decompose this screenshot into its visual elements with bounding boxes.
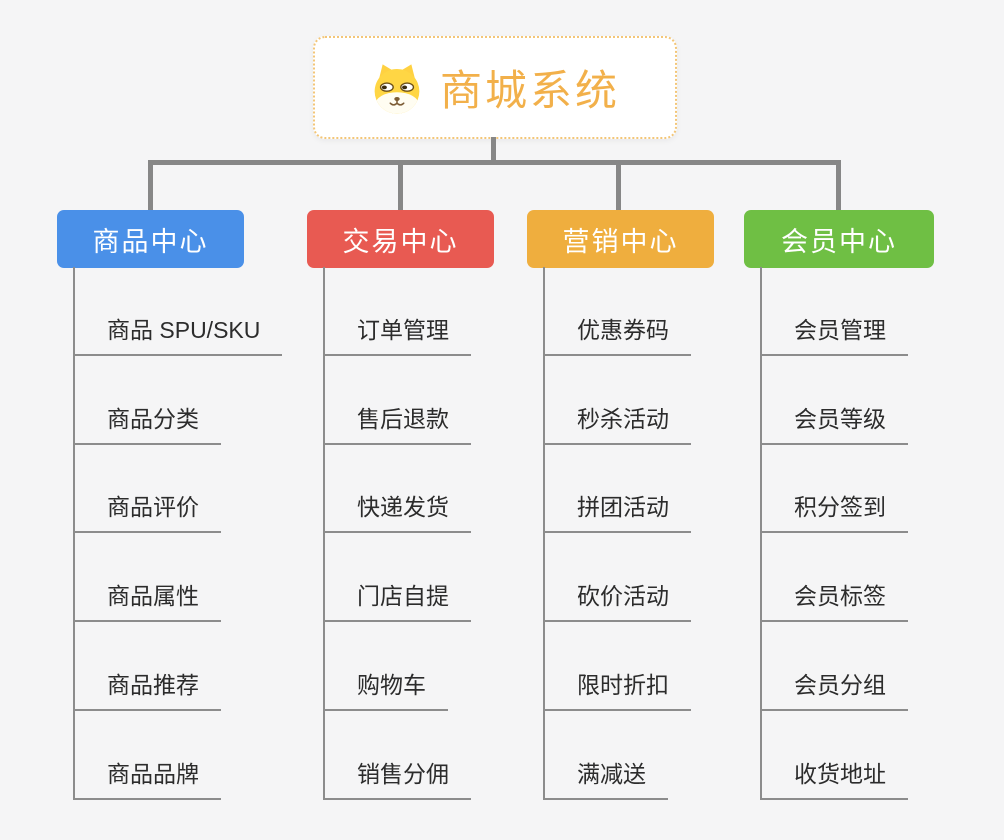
tree-item-label[interactable]: 积分签到 xyxy=(760,488,908,534)
tree-item-label[interactable]: 商品推荐 xyxy=(73,666,221,712)
tree-item: 门店自提 xyxy=(323,533,471,623)
dog-icon xyxy=(374,63,420,114)
tree-item: 会员等级 xyxy=(760,356,908,445)
tree-item-label[interactable]: 商品属性 xyxy=(73,577,221,623)
tree-item: 商品推荐 xyxy=(73,622,282,712)
tree-item: 积分签到 xyxy=(760,445,908,534)
tree-item-label[interactable]: 会员分组 xyxy=(760,666,908,712)
tree-item-label[interactable]: 商品分类 xyxy=(73,400,221,445)
tree-item: 购物车 xyxy=(323,622,471,712)
tree-item: 优惠券码 xyxy=(543,267,691,356)
connector-drop-members xyxy=(836,160,841,211)
tree-item-label[interactable]: 拼团活动 xyxy=(543,488,691,534)
connector-bus xyxy=(148,160,841,165)
connector-drop-trade xyxy=(398,160,403,211)
tree-item-label[interactable]: 会员等级 xyxy=(760,400,908,445)
tree-item-label[interactable]: 订单管理 xyxy=(323,311,471,356)
tree-item-label[interactable]: 会员管理 xyxy=(760,311,908,356)
tree-item-label[interactable]: 购物车 xyxy=(323,666,448,712)
branch-header-products[interactable]: 商品中心 xyxy=(57,210,244,268)
tree-item: 销售分佣 xyxy=(323,711,471,800)
tree-item-label[interactable]: 商品品牌 xyxy=(73,755,221,800)
tree-item-label[interactable]: 会员标签 xyxy=(760,577,908,623)
tree-item-label[interactable]: 商品 SPU/SKU xyxy=(73,311,283,356)
tree-item: 砍价活动 xyxy=(543,533,691,623)
branch-column-trade: 订单管理 售后退款 快递发货 门店自提 购物车 销售分佣 xyxy=(323,267,471,800)
tree-item-label[interactable]: 优惠券码 xyxy=(543,311,691,356)
tree-item: 会员分组 xyxy=(760,622,908,712)
tree-item: 收货地址 xyxy=(760,711,908,800)
tree-item: 限时折扣 xyxy=(543,622,691,712)
tree-item: 会员标签 xyxy=(760,533,908,623)
tree-item-label[interactable]: 销售分佣 xyxy=(323,755,471,800)
branch-header-members[interactable]: 会员中心 xyxy=(744,210,934,268)
tree-item: 商品属性 xyxy=(73,533,282,623)
tree-item-label[interactable]: 门店自提 xyxy=(323,577,471,623)
branch-column-products: 商品 SPU/SKU 商品分类 商品评价 商品属性 商品推荐 商品品牌 xyxy=(73,267,283,800)
tree-item-label[interactable]: 收货地址 xyxy=(760,755,908,800)
tree-item-label[interactable]: 满减送 xyxy=(543,755,668,800)
branch-header-marketing[interactable]: 营销中心 xyxy=(527,210,714,268)
tree-item: 售后退款 xyxy=(323,356,471,445)
tree-item-label[interactable]: 快递发货 xyxy=(323,488,471,534)
tree-item: 快递发货 xyxy=(323,445,471,534)
connector-drop-marketing xyxy=(616,160,621,211)
tree-item: 拼团活动 xyxy=(543,445,691,534)
branch-column-members: 会员管理 会员等级 积分签到 会员标签 会员分组 收货地址 xyxy=(760,267,908,800)
root-title: 商城系统 xyxy=(439,67,620,114)
tree-item-label[interactable]: 砍价活动 xyxy=(543,577,691,623)
tree-item: 秒杀活动 xyxy=(543,356,691,445)
tree-item: 商品分类 xyxy=(73,356,282,445)
connector-root-drop xyxy=(491,137,496,163)
branch-header-trade[interactable]: 交易中心 xyxy=(307,210,494,268)
tree-item: 商品 SPU/SKU xyxy=(73,267,283,356)
tree-item-label[interactable]: 限时折扣 xyxy=(543,666,691,712)
branch-column-marketing: 优惠券码 秒杀活动 拼团活动 砍价活动 限时折扣 满减送 xyxy=(543,267,691,800)
tree-item-label[interactable]: 商品评价 xyxy=(73,488,221,534)
root-node[interactable]: 商城系统 xyxy=(313,36,677,139)
tree-item: 满减送 xyxy=(543,711,691,800)
tree-item-label[interactable]: 售后退款 xyxy=(323,400,471,445)
tree-item: 商品品牌 xyxy=(73,711,282,800)
tree-item: 会员管理 xyxy=(760,267,908,356)
connector-drop-products xyxy=(148,160,153,211)
tree-item: 商品评价 xyxy=(73,445,282,534)
tree-item-label[interactable]: 秒杀活动 xyxy=(543,400,691,445)
tree-item: 订单管理 xyxy=(323,267,471,356)
